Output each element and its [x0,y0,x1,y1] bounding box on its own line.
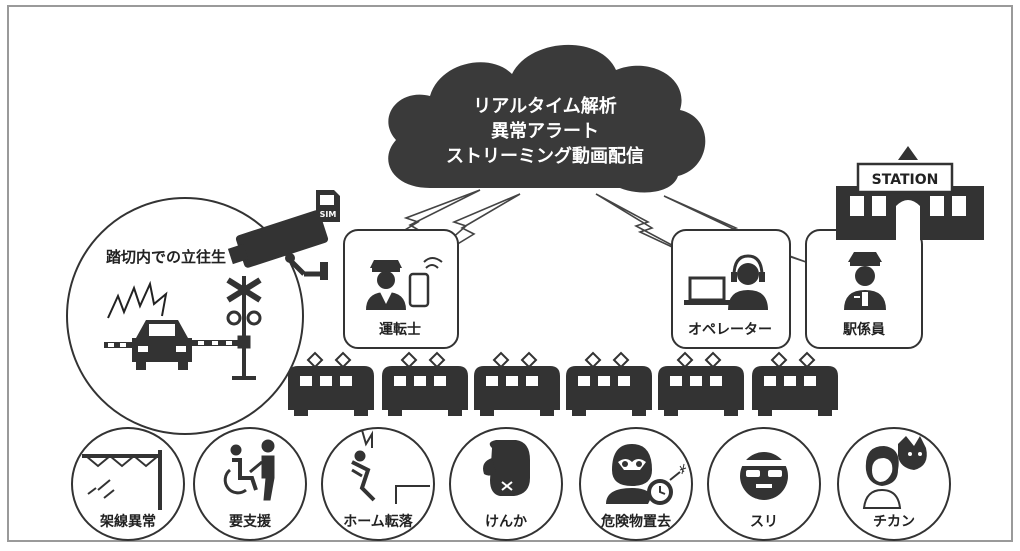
cloud-line-1: リアルタイム解析 [473,95,616,117]
railway-crossing-signal-icon [226,276,262,380]
train-car-icon [288,351,374,416]
incident-label: ホーム転落 [343,513,414,530]
staff-panel: 駅係員 [805,229,923,349]
burglar-icon [740,452,788,500]
incident-fight: けんか [449,427,563,541]
wheelchair-icon [223,439,275,501]
outer-frame [7,5,1013,542]
train-car-icon [382,351,468,416]
incident-label: スリ [750,514,778,530]
incident-label: 要支援 [229,513,272,530]
incident-label: チカン [873,514,915,530]
driver-label: 運転士 [379,321,421,338]
barrier-icon [104,340,240,348]
smartphone-icon [408,257,443,308]
cloud-shape [388,44,706,193]
cloud-line-3: ストリーミング動画配信 [446,145,644,167]
cloud-line-2: 異常アラート [491,120,599,142]
staff-label: 駅係員 [843,321,885,338]
overhead-wire-icon [82,450,162,510]
laptop-icon [684,276,730,305]
train-car-icon [474,351,560,416]
driver-panel: 運転士 [343,229,459,349]
operator-panel: オペレーター [671,229,791,349]
car-icon [132,320,192,370]
train-car-icon [566,351,652,416]
woman-wolf-icon [862,436,927,509]
sim-card-icon: SIM [316,190,340,222]
cloud: リアルタイム解析 異常アラート ストリーミング動画配信 [388,44,706,193]
operator-label: オペレーター [688,322,772,338]
station-building-icon: STATION [836,146,984,240]
sim-label: SIM [320,210,337,219]
operator-headset-icon [728,254,768,310]
train [288,351,838,416]
incident-row: 架線異常 要支援 ホーム転落 [71,427,951,541]
incident-label: 危険物置去 [600,513,671,530]
station-sign: STATION [872,172,939,188]
incident-suspicious-object: 危険物置去 [579,427,693,541]
train-driver-icon [366,260,406,310]
masked-person-bomb-icon [606,444,687,505]
incident-pickpocket: スリ [707,427,821,541]
incident-label: けんか [485,514,527,530]
incident-label: 架線異常 [99,513,156,530]
incident-platform-fall: ホーム転落 [321,427,435,541]
boxing-glove-icon [483,440,530,496]
train-car-icon [752,351,838,416]
camera-icon [227,210,329,280]
incident-molester: チカン [837,427,951,541]
incident-assistance: 要支援 [193,427,307,541]
crash-burst-icon [107,280,168,319]
falling-person-icon [351,429,430,504]
station-staff-icon [844,252,886,310]
crossing-label: 踏切内での立往生 [106,248,226,266]
train-car-icon [658,351,744,416]
incident-overhead-wire: 架線異常 [71,427,185,541]
